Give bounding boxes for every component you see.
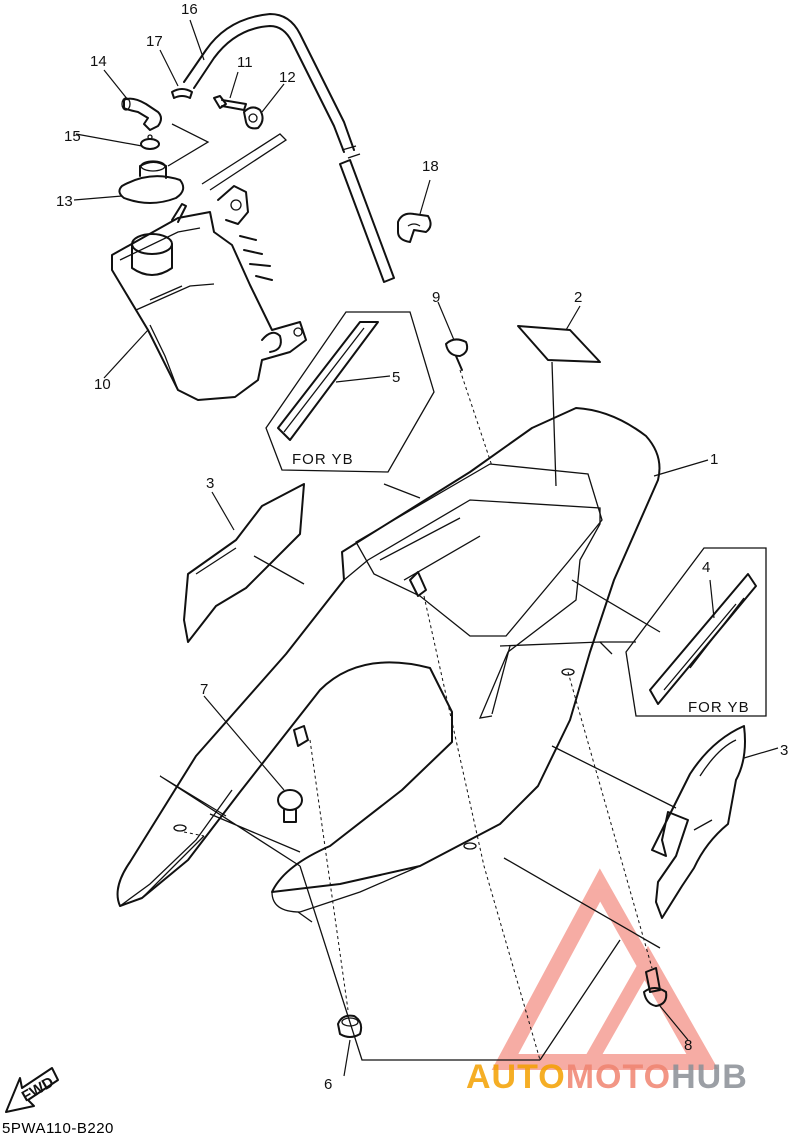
for-yb-box-right	[625, 547, 767, 717]
watermark-triangle-icon	[491, 868, 719, 1070]
callout-14: 14	[90, 53, 107, 70]
callout-3-left: 3	[206, 475, 214, 492]
assembly-lines	[167, 123, 288, 191]
watermark-hub: HUB	[671, 1058, 748, 1096]
callout-6: 6	[324, 1076, 332, 1093]
callout-11: 11	[237, 54, 253, 71]
callout-16: 16	[181, 1, 198, 18]
callout-1: 1	[710, 451, 718, 468]
hose-clip	[171, 88, 193, 99]
hose-holder-clip	[397, 212, 432, 243]
callout-17: 17	[146, 33, 163, 50]
callout-13: 13	[56, 193, 73, 210]
graphic-decal-left	[183, 483, 305, 643]
watermark-moto: MOTO	[565, 1058, 672, 1096]
diagram-code: 5PWA110-B220	[2, 1120, 114, 1137]
reservoir-gasket	[140, 134, 160, 150]
reservoir-cap	[118, 160, 185, 204]
watermark-text: AUTOMOTOHUB	[466, 1058, 748, 1097]
callout-18: 18	[422, 158, 439, 175]
bolt-8	[643, 967, 668, 1007]
screw	[445, 338, 469, 371]
for-yb-box-left	[265, 311, 435, 473]
callout-10: 10	[94, 376, 111, 393]
callout-8: 8	[684, 1037, 692, 1054]
damper-6	[337, 1014, 363, 1038]
bolt	[213, 95, 247, 111]
callout-7: 7	[200, 681, 208, 698]
box-label-for-yb-left: FOR YB	[292, 451, 354, 468]
assembly-dashed-lines	[183, 369, 653, 1061]
leader-lines	[73, 19, 779, 1077]
tape-strip	[517, 325, 601, 363]
breather-elbow	[121, 97, 162, 131]
callout-15: 15	[64, 128, 81, 145]
coolant-reservoir-tank	[111, 185, 307, 401]
callout-5: 5	[392, 369, 400, 386]
callout-12: 12	[279, 69, 296, 86]
callout-9: 9	[432, 289, 440, 306]
box-label-for-yb-right: FOR YB	[688, 699, 750, 716]
grommet-7	[277, 789, 303, 823]
callout-2: 2	[574, 289, 582, 306]
callout-3-right: 3	[780, 742, 788, 759]
callout-4: 4	[702, 559, 710, 576]
overflow-hose	[183, 13, 395, 283]
collar	[243, 106, 264, 130]
watermark-auto: AUTO	[466, 1058, 566, 1096]
graphic-decal-right	[651, 725, 746, 919]
fwd-arrow-icon: FWD	[5, 1067, 59, 1113]
